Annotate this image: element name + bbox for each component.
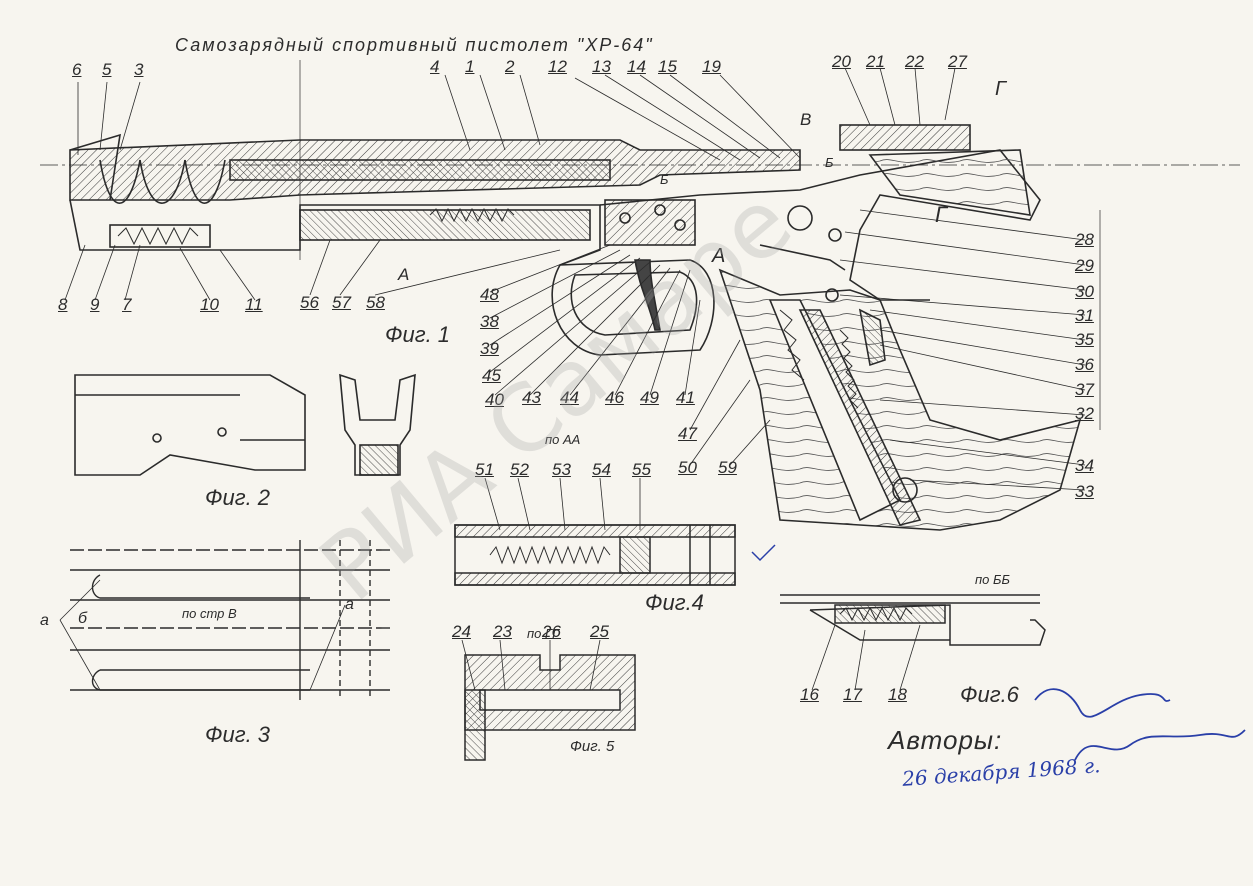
signature-2 [1074, 729, 1246, 761]
part-14: 14 [627, 57, 646, 76]
part-23: 23 [493, 622, 512, 641]
fig3-detail [59, 540, 390, 700]
part-6: 6 [72, 60, 82, 79]
part-36: 36 [1075, 355, 1094, 374]
fig6-section-bb [780, 594, 1046, 691]
part-4: 4 [430, 57, 440, 76]
cut-g-marker: Г [995, 78, 1006, 100]
part-32: 32 [1075, 404, 1094, 423]
part-27: 27 [948, 52, 967, 71]
part-53: 53 [552, 460, 571, 479]
part-1: 1 [465, 57, 475, 76]
check-mark [751, 544, 776, 562]
fig4-section-aa [454, 477, 736, 586]
cut-b-marker: Б [660, 172, 669, 187]
part-8: 8 [58, 295, 68, 314]
letter-a2: а [345, 596, 354, 613]
fig1-label: Фиг. 1 [385, 322, 451, 347]
part-57: 57 [332, 293, 351, 312]
fig3-label: Фиг. 3 [205, 722, 271, 747]
part-10: 10 [200, 295, 219, 314]
part-25: 25 [590, 622, 609, 641]
part-56: 56 [300, 293, 319, 312]
fig5-label: Фиг. 5 [570, 738, 615, 755]
section-v-label: по стр В [182, 606, 237, 621]
part-21: 21 [866, 52, 885, 71]
part-17: 17 [843, 685, 862, 704]
section-bb-label: по ББ [975, 572, 1010, 587]
part-9: 9 [90, 295, 100, 314]
part-18: 18 [888, 685, 907, 704]
part-28: 28 [1075, 230, 1094, 249]
part-44: 44 [560, 388, 579, 407]
part-47: 47 [678, 424, 697, 443]
part-48: 48 [480, 285, 499, 304]
part-2: 2 [505, 57, 515, 76]
part-41: 41 [676, 388, 695, 407]
part-30: 30 [1075, 282, 1094, 301]
part-39: 39 [480, 339, 499, 358]
drawing-title: Самозарядный спортивный пистолет "ХР-64" [175, 35, 654, 55]
part-37: 37 [1075, 380, 1094, 399]
cut-a2-marker: А [712, 245, 726, 267]
cut-g2-marker: Г [935, 202, 947, 227]
section-gg-label: по ГГ [527, 626, 560, 641]
fig2-detail [74, 373, 416, 476]
part-24: 24 [452, 622, 471, 641]
part-29: 29 [1075, 256, 1094, 275]
part-52: 52 [510, 460, 529, 479]
part-16: 16 [800, 685, 819, 704]
part-19: 19 [702, 57, 721, 76]
part-55: 55 [632, 460, 651, 479]
section-aa-label: по АА [545, 432, 581, 447]
part-58: 58 [366, 293, 385, 312]
part-50: 50 [678, 458, 697, 477]
fig2-label: Фиг. 2 [205, 485, 271, 510]
letter-b: б [78, 610, 87, 627]
part-51: 51 [475, 460, 494, 479]
part-33: 33 [1075, 482, 1094, 501]
fig5-section-gg [461, 639, 636, 761]
part-3: 3 [134, 60, 144, 79]
letter-a1: а [40, 612, 49, 629]
part-22: 22 [905, 52, 924, 71]
part-59: 59 [718, 458, 737, 477]
part-40: 40 [485, 390, 504, 409]
part-15: 15 [658, 57, 677, 76]
part-34: 34 [1075, 456, 1094, 475]
part-45: 45 [482, 366, 501, 385]
part-5: 5 [102, 60, 112, 79]
part-12: 12 [548, 57, 567, 76]
part-13: 13 [592, 57, 611, 76]
part-38: 38 [480, 312, 499, 331]
fig6-label: Фиг.6 [960, 682, 1019, 707]
fig1-pistol-section [40, 60, 1240, 531]
cut-a-marker: А [398, 265, 410, 284]
cut-v-marker: В [800, 110, 812, 129]
part-7: 7 [122, 295, 132, 314]
part-43: 43 [522, 388, 541, 407]
fig4-label: Фиг.4 [645, 590, 704, 615]
cut-b2-marker: Б [825, 155, 834, 170]
part-35: 35 [1075, 330, 1094, 349]
signature-1 [1034, 688, 1171, 718]
part-20: 20 [832, 52, 851, 71]
part-26: 26 [542, 622, 561, 641]
part-46: 46 [605, 388, 624, 407]
part-54: 54 [592, 460, 611, 479]
authors-label: Авторы: [888, 725, 1003, 755]
part-11: 11 [245, 295, 263, 314]
part-31: 31 [1075, 306, 1094, 325]
part-49: 49 [640, 388, 659, 407]
